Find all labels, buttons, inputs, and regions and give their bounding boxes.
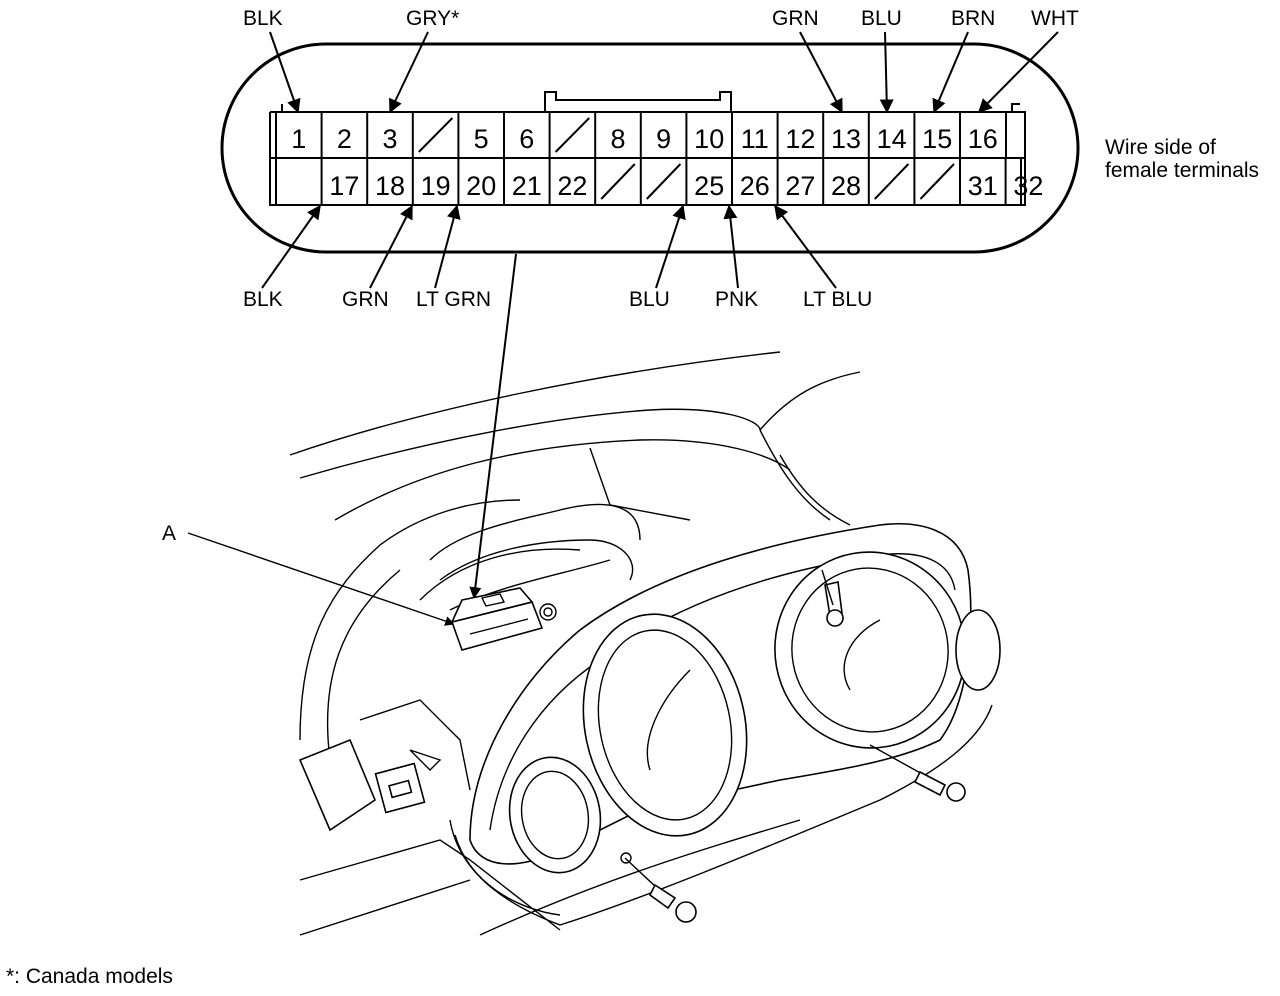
wire-labels-bottom: BLK GRN LT GRN BLU PNK LT BLU <box>243 204 872 311</box>
bottom-row-blank-cell <box>919 163 955 200</box>
top-row-terminal-11: 11 <box>741 124 769 154</box>
connector-outline <box>220 42 1080 254</box>
wire-side-label-line1: Wire side of <box>1105 136 1216 159</box>
top-row-terminal-14: 14 <box>877 124 907 154</box>
wire-label-b17: BLK <box>243 288 283 311</box>
top-row-terminal-8: 8 <box>610 124 625 154</box>
bottom-row-terminal-18: 18 <box>375 171 405 201</box>
top-row-terminal-6: 6 <box>519 124 534 154</box>
top-row-terminal-13: 13 <box>831 124 861 154</box>
footnote: *: Canada models <box>6 965 173 988</box>
wire-label-t13: GRN <box>772 7 819 30</box>
bottom-row-terminal-20: 20 <box>466 171 496 201</box>
bottom-row-terminal-19: 19 <box>421 171 451 201</box>
wire-side-label-line2: female terminals <box>1105 159 1259 182</box>
top-row-terminal-5: 5 <box>474 124 489 154</box>
top-row-terminal-15: 15 <box>922 124 952 154</box>
top-row-terminal-3: 3 <box>382 124 397 154</box>
bottom-row-terminal-25: 25 <box>694 171 724 201</box>
wire-label-t3: GRY* <box>406 7 459 30</box>
top-row-terminal-12: 12 <box>785 124 815 154</box>
top-row-terminal-9: 9 <box>656 124 671 154</box>
wire-label-b26: PNK <box>715 288 758 311</box>
connector-leader-arrow <box>469 253 517 600</box>
wire-labels-top: BLK GRY* GRN BLU BRN WHT <box>243 7 1079 114</box>
wire-label-b20: LT GRN <box>416 288 491 311</box>
bottom-row-blank-cell <box>600 163 636 200</box>
bottom-row-terminal-22: 22 <box>557 171 587 201</box>
bottom-row-terminal-28: 28 <box>831 171 861 201</box>
bottom-row-terminal-32: 32 <box>1013 171 1043 201</box>
connector-row-bottom: 17 18 19 20 21 22 25 26 27 28 31 32 <box>275 158 1043 205</box>
top-row-terminal-2: 2 <box>337 124 352 154</box>
wire-label-b19: GRN <box>342 288 389 311</box>
bottom-row-blank-cell <box>646 163 682 200</box>
top-row-blank-cell <box>554 117 590 153</box>
top-row-blank-cell <box>418 117 454 153</box>
bottom-row-terminal-21: 21 <box>512 171 542 201</box>
screw-right <box>869 744 966 802</box>
wire-label-t15: BRN <box>951 7 995 30</box>
bottom-row-terminal-27: 27 <box>785 171 815 201</box>
gauge-cluster-illustration <box>289 351 1001 936</box>
wire-label-t1: BLK <box>243 7 283 30</box>
callout-a-leader <box>187 532 455 626</box>
bottom-row-blank-cell <box>874 163 910 200</box>
screw-bottom <box>620 852 697 923</box>
wire-label-t14: BLU <box>861 7 902 30</box>
wire-label-t16: WHT <box>1031 7 1079 30</box>
screw-top <box>821 569 844 627</box>
top-row-terminal-10: 10 <box>694 124 724 154</box>
callout-a-label: A <box>162 522 176 545</box>
bottom-row-terminal-26: 26 <box>740 171 770 201</box>
wire-label-b27: LT BLU <box>803 288 872 311</box>
wire-label-b25: BLU <box>629 288 670 311</box>
top-row-terminal-16: 16 <box>968 124 998 154</box>
top-row-terminal-1: 1 <box>291 124 306 154</box>
bottom-row-terminal-17: 17 <box>329 171 359 201</box>
bottom-row-terminal-31: 31 <box>968 171 998 201</box>
